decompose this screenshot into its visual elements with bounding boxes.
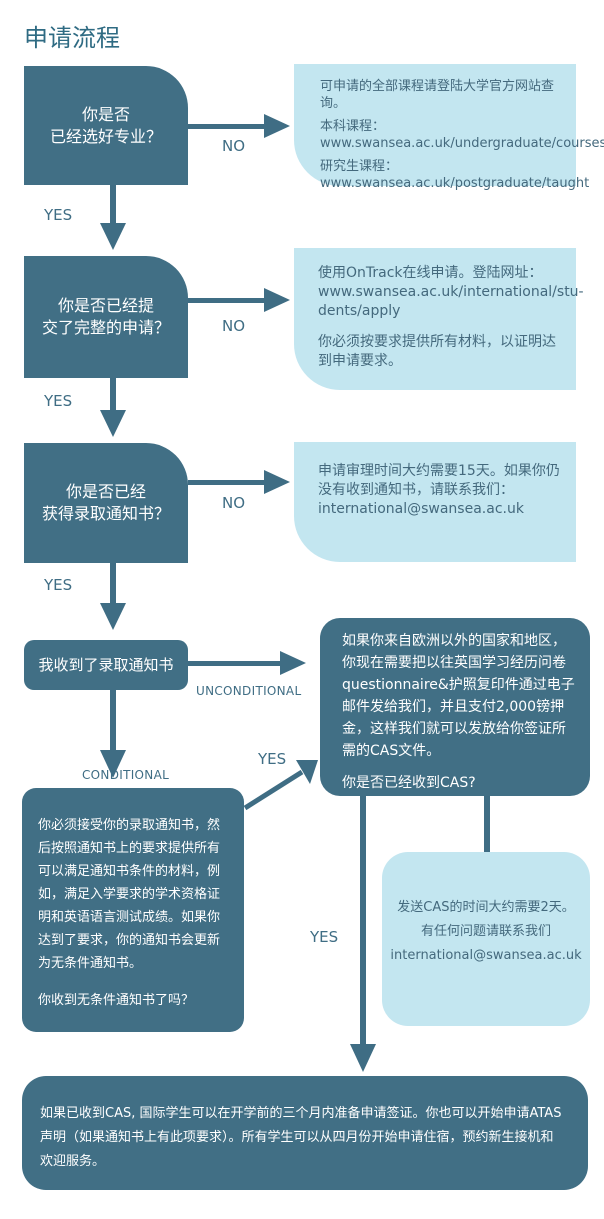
info1-line1: 可申请的全部课程请登陆大学官方网站查询。 xyxy=(320,79,555,111)
cond-line6: 达到了要求，你的通知书会更新 xyxy=(38,933,221,948)
info1-line5: www.swansea.ac.uk/postgraduate/taught xyxy=(320,176,590,191)
arrow-no-3 xyxy=(188,480,268,485)
cond-line4: 如，满足入学要求的学术资格证 xyxy=(38,887,221,902)
final-line2: 声明（如果通知书上有此项要求）。所有学生可以从四月份开始申请住宿，预约新生接机和 xyxy=(40,1130,554,1145)
label-no-2: NO xyxy=(222,317,246,335)
arrow-yes-cond xyxy=(243,769,304,811)
conditional-box: 你必须接受你的录取通知书，然 后按照通知书上的要求提供所有 可以满足通知书条件的… xyxy=(22,788,244,1032)
label-yes-3: YES xyxy=(44,576,73,594)
info3-line2: 没有收到通知书，请联系我们： xyxy=(318,482,514,498)
offer-label: 我收到了录取通知书 xyxy=(38,656,174,674)
arrow-conditional xyxy=(110,690,116,752)
info3-line1: 申请审理时间大约需要15天。如果你仍 xyxy=(318,463,560,479)
label-yes-1: YES xyxy=(44,206,73,224)
arrow-yes-1 xyxy=(110,185,116,225)
q3-line2: 获得录取通知书？ xyxy=(41,504,170,523)
final-info-box: 如果已收到CAS, 国际学生可以在开学前的三个月内准备申请签证。你也可以开始申请… xyxy=(22,1076,588,1190)
cond-line3: 可以满足通知书条件的材料，例 xyxy=(38,864,221,879)
uncond-line6: 需的CAS文件。 xyxy=(342,743,441,759)
question-box-offer: 你是否已经 获得录取通知书？ xyxy=(24,443,188,563)
q1-line2: 已经选好专业？ xyxy=(49,126,162,146)
offer-received-box: 我收到了录取通知书 xyxy=(24,640,188,690)
q2-line2: 交了完整的申请？ xyxy=(41,318,170,337)
info2-line2: www.swansea.ac.uk/international/stu- xyxy=(318,284,584,300)
label-conditional: CONDITIONAL xyxy=(82,768,170,782)
info1-line4: 研究生课程： xyxy=(320,159,399,174)
q2-line1: 你是否已经提 xyxy=(57,296,154,315)
label-yes-final: YES xyxy=(310,928,339,946)
arrow-unconditional xyxy=(188,661,282,666)
cond-line8: 你收到无条件通知书了吗？ xyxy=(38,993,195,1008)
label-yes-cond: YES xyxy=(258,750,287,768)
info-box-ontrack: 使用OnTrack在线申请。登陆网址： www.swansea.ac.uk/in… xyxy=(294,248,584,390)
info2-line3: dents/apply xyxy=(318,303,401,319)
info2-line5: 到申请要求。 xyxy=(318,353,402,369)
label-unconditional: UNCONDITIONAL xyxy=(196,684,302,698)
page-title: 申请流程 xyxy=(24,24,120,52)
arrow-yes-2 xyxy=(110,378,116,412)
cas-line3: international@swansea.ac.uk xyxy=(390,948,582,963)
cas-line2: 有任何问题请联系我们 xyxy=(420,924,551,939)
arrow-no-2 xyxy=(188,298,268,303)
cond-line1: 你必须接受你的录取通知书，然 xyxy=(38,818,221,833)
info3-line3: international@swansea.ac.uk xyxy=(318,501,524,517)
question-box-major: 你是否 已经选好专业？ xyxy=(24,66,188,185)
arrow-no-1 xyxy=(188,124,268,129)
info-box-review-time: 申请审理时间大约需要15天。如果你仍 没有收到通知书，请联系我们： intern… xyxy=(294,442,576,562)
label-yes-2: YES xyxy=(44,392,73,410)
uncond-line2: 你现在需要把以往英国学习经历问卷 xyxy=(342,655,566,671)
final-line3: 欢迎服务。 xyxy=(40,1154,106,1169)
uncond-line1: 如果你来自欧洲以外的国家和地区， xyxy=(342,633,566,649)
cas-line1: 发送CAS的时间大约需要2天。 xyxy=(397,900,575,915)
cond-line7: 为无条件通知书。 xyxy=(38,956,143,971)
arrow-to-cas xyxy=(484,796,490,856)
question-box-application: 你是否已经提 交了完整的申请？ xyxy=(24,256,188,378)
uncond-line3: questionnaire&护照复印件通过电子 xyxy=(342,677,575,693)
label-no-3: NO xyxy=(222,494,246,512)
cas-info-box: 发送CAS的时间大约需要2天。 有任何问题请联系我们 international… xyxy=(382,852,590,1026)
q1-line1: 你是否 xyxy=(81,104,130,124)
arrow-yes-3 xyxy=(110,563,116,605)
q3-line1: 你是否已经 xyxy=(65,482,146,501)
info-box-courses: 可申请的全部课程请登陆大学官方网站查询。 本科课程： www.swansea.a… xyxy=(294,64,604,191)
info1-line2: 本科课程： xyxy=(320,119,386,134)
uncond-line5: 金，这样我们就可以发放给你签证所 xyxy=(342,721,566,737)
cond-line5: 明和英语语言测试成绩。如果你 xyxy=(38,910,221,925)
unconditional-box: 如果你来自欧洲以外的国家和地区， 你现在需要把以往英国学习经历问卷 questi… xyxy=(320,618,590,796)
info2-line4: 你必须按要求提供所有材料，以证明达 xyxy=(318,334,556,350)
uncond-line4: 邮件发给我们，并且支付2,000镑押 xyxy=(342,699,565,715)
uncond-line7: 你是否已经收到CAS? xyxy=(342,775,476,791)
cond-line2: 后按照通知书上的要求提供所有 xyxy=(38,841,221,856)
info2-line1: 使用OnTrack在线申请。登陆网址： xyxy=(318,265,543,281)
final-line1: 如果已收到CAS, 国际学生可以在开学前的三个月内准备申请签证。你也可以开始申请… xyxy=(40,1106,562,1121)
label-no-1: NO xyxy=(222,137,246,155)
info1-line3: www.swansea.ac.uk/undergraduate/courses xyxy=(320,136,604,151)
arrow-yes-final xyxy=(360,796,366,1046)
